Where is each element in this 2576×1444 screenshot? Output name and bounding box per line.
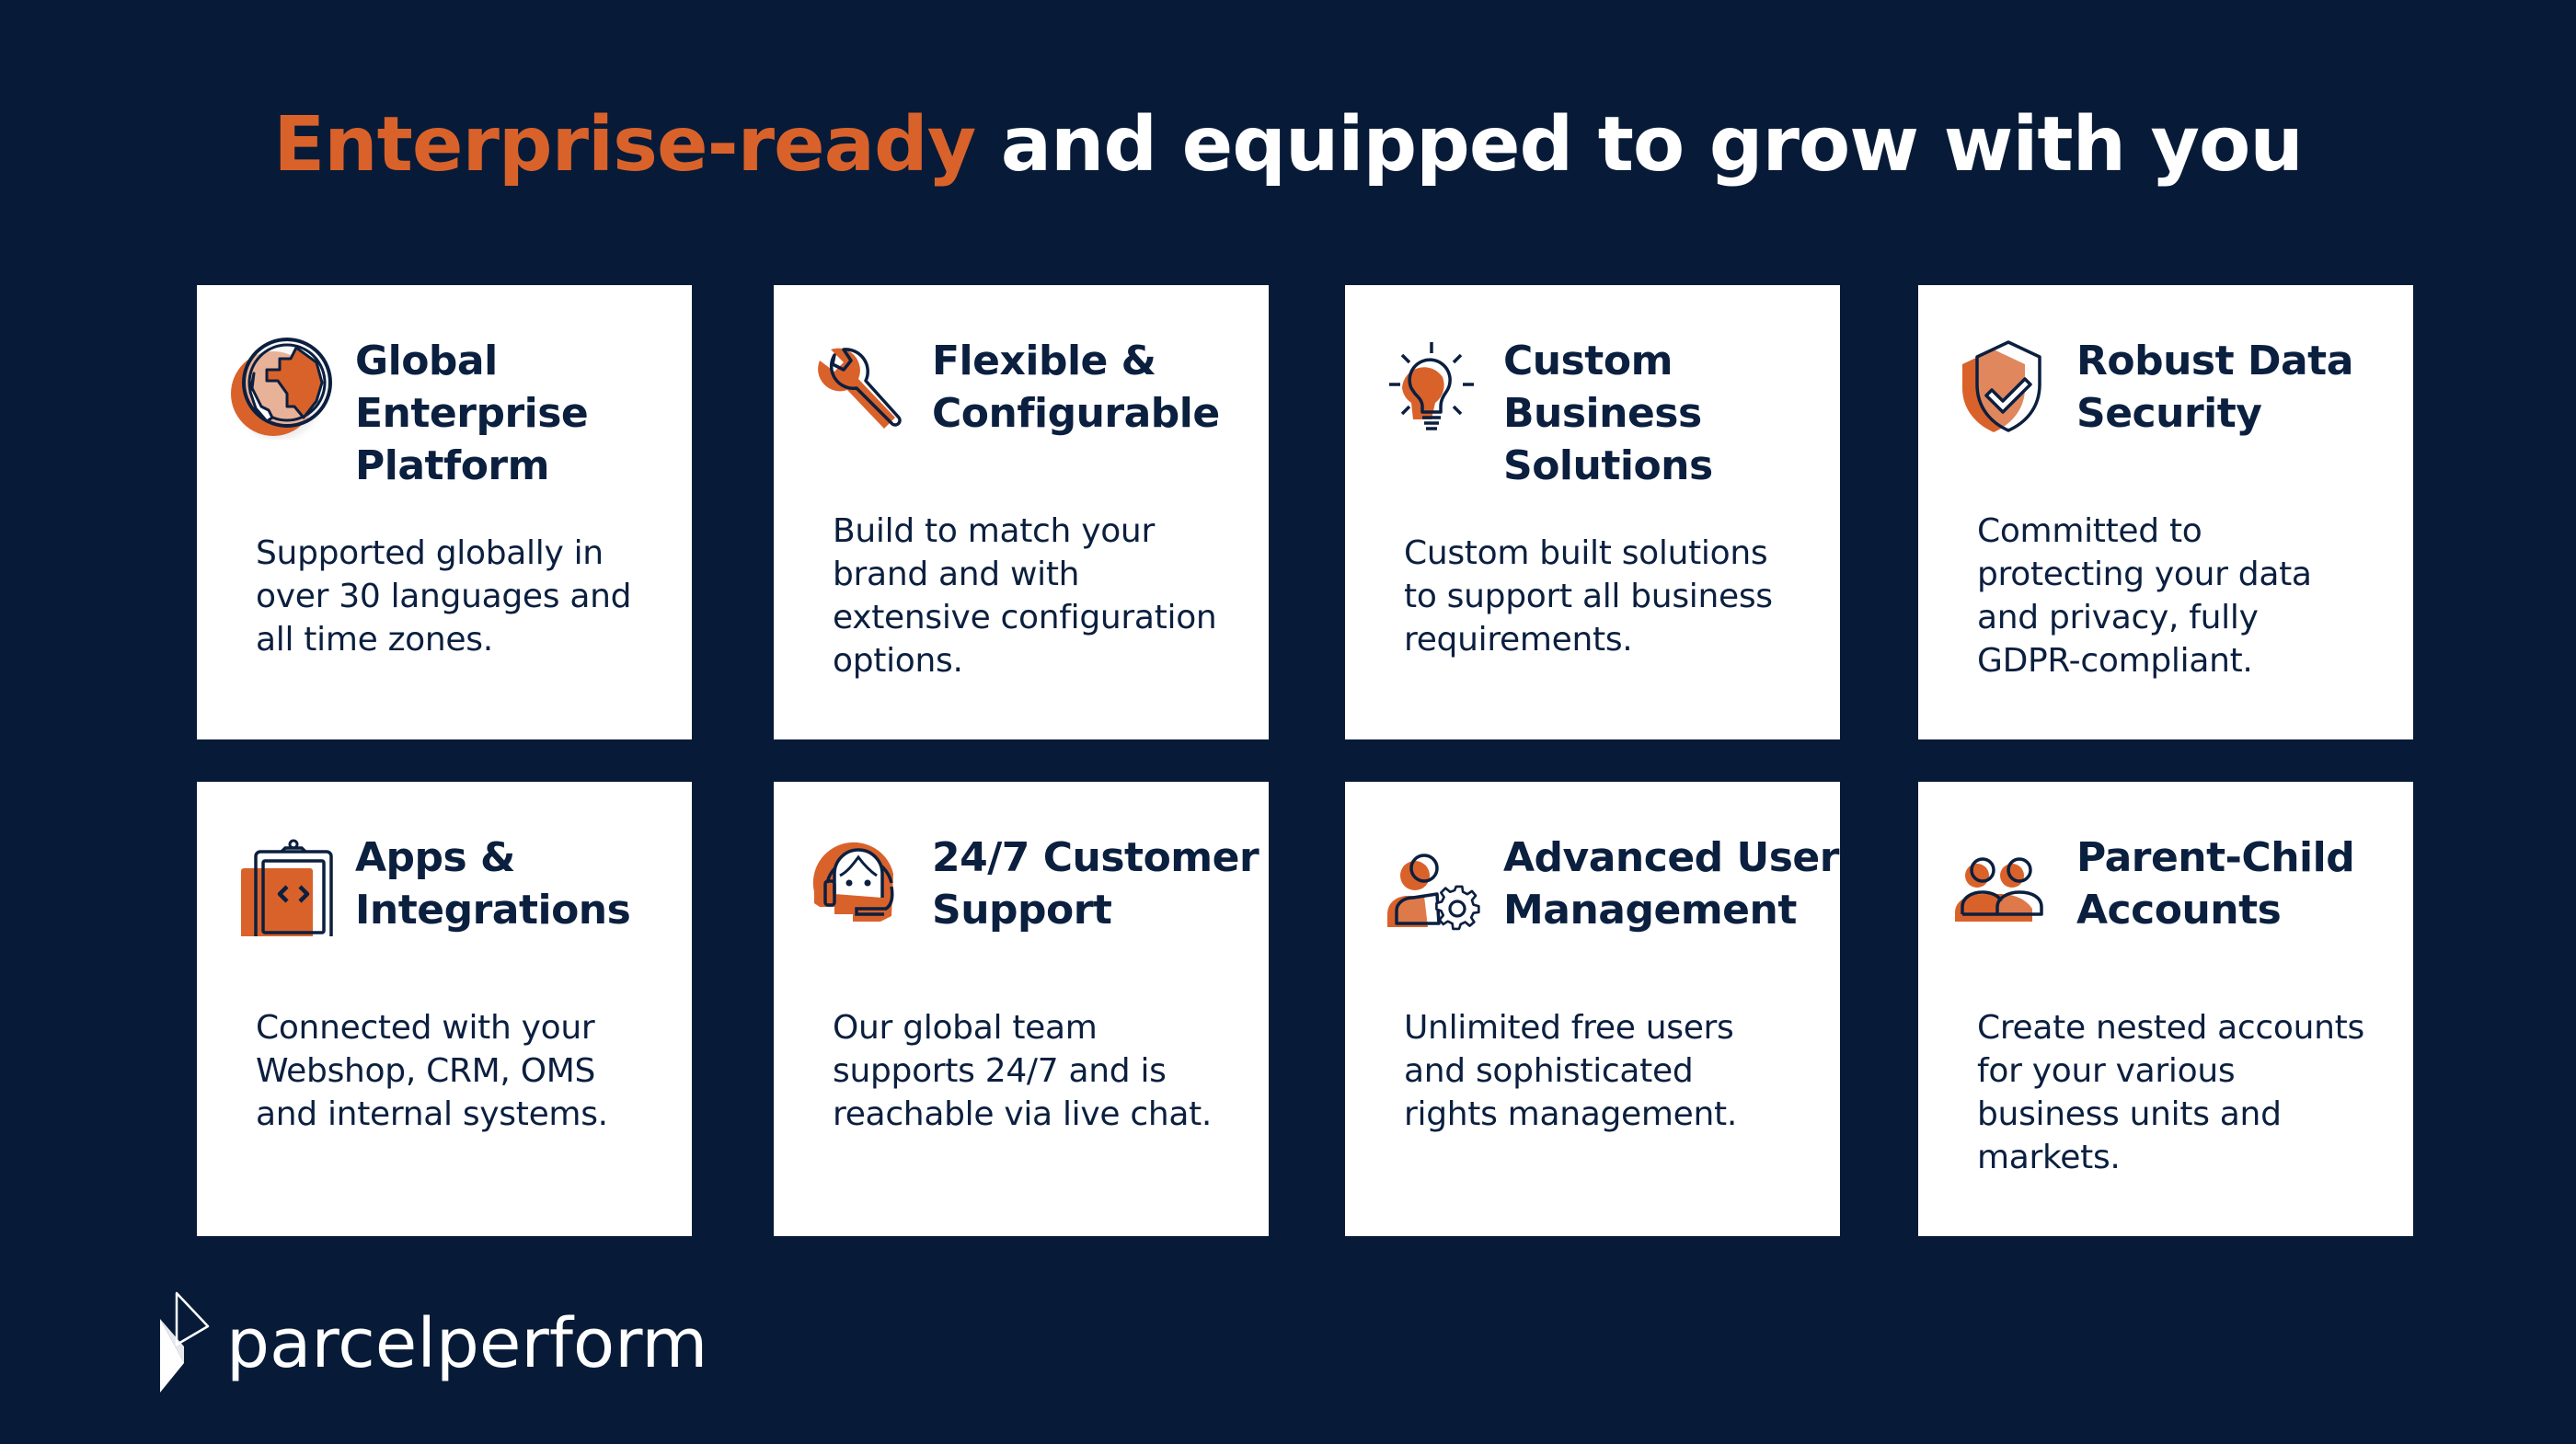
card-title: Flexible & Configurable: [932, 338, 1220, 437]
feature-card-parent-child-accounts: Parent-Child Accounts Create nested acco…: [1918, 782, 2413, 1236]
card-description: Build to match your brand and with exten…: [833, 512, 1217, 680]
card-title: Custom Business Solutions: [1503, 338, 1713, 489]
feature-card-custom-business-solutions: Custom Business Solutions Custom built s…: [1345, 285, 1840, 739]
card-description: Supported globally in over 30 languages …: [256, 534, 632, 659]
brand-logo: parcelperform: [156, 1289, 707, 1392]
feature-card-global-enterprise-platform: Global Enterprise Platform Supported glo…: [197, 285, 692, 739]
logo-wordmark: parcelperform: [226, 1304, 708, 1383]
user-gear-icon: [1378, 833, 1481, 936]
feature-card-apps-integrations: Apps & Integrations Connected with your …: [197, 782, 692, 1236]
shield-check-icon: [1951, 337, 2054, 440]
card-title: Robust Data Security: [2076, 338, 2353, 437]
code-clipboard-icon: [230, 833, 333, 936]
globe-icon: [230, 337, 333, 440]
card-description: Custom built solutions to support all bu…: [1404, 534, 1773, 659]
headline-accent: Enterprise-ready: [273, 101, 976, 189]
card-title: 24/7 Customer Support: [932, 834, 1259, 934]
card-title: Apps & Integrations: [355, 834, 631, 934]
card-description: Create nested accounts for your various …: [1977, 1009, 2364, 1176]
feature-card-robust-data-security: Robust Data Security Committed to protec…: [1918, 285, 2413, 739]
feature-card-customer-support: 24/7 Customer Support Our global team su…: [774, 782, 1269, 1236]
headset-agent-icon: [807, 833, 910, 936]
card-description: Committed to protecting your data and pr…: [1977, 512, 2312, 680]
wrench-icon: [807, 337, 910, 440]
feature-card-advanced-user-management: Advanced User Management Unlimited free …: [1345, 782, 1840, 1236]
logo-mark-icon: [160, 1291, 210, 1392]
card-title: Parent-Child Accounts: [2076, 834, 2355, 934]
users-group-icon: [1951, 833, 2054, 936]
lightbulb-icon: [1378, 337, 1481, 440]
card-description: Unlimited free users and sophisticated r…: [1404, 1009, 1737, 1133]
feature-card-flexible-configurable: Flexible & Configurable Build to match y…: [774, 285, 1269, 739]
card-title: Advanced User Management: [1503, 834, 1839, 934]
page-headline: Enterprise-ready and equipped to grow wi…: [0, 99, 2576, 191]
card-description: Our global team supports 24/7 and is rea…: [833, 1009, 1213, 1133]
headline-rest: and equipped to grow with you: [975, 101, 2304, 189]
card-title: Global Enterprise Platform: [355, 338, 589, 489]
card-description: Connected with your Webshop, CRM, OMS an…: [256, 1009, 608, 1133]
